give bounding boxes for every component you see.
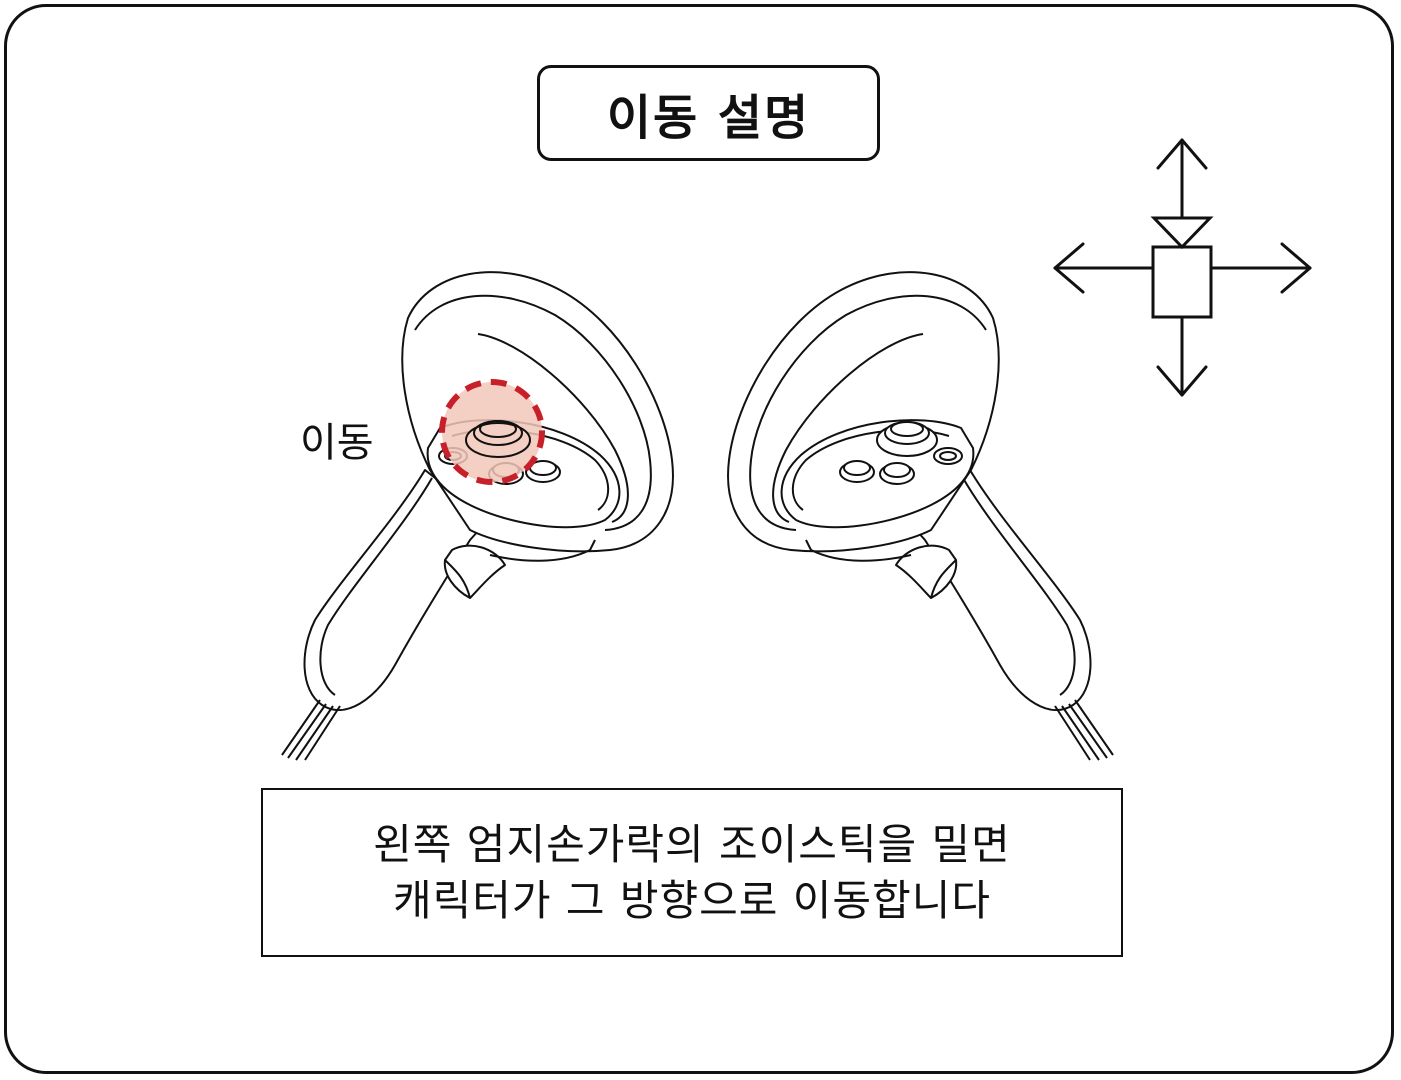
diagram-frame — [4, 4, 1394, 1074]
page-title: 이동 설명 — [606, 90, 811, 146]
left-controller-icon — [281, 271, 674, 761]
direction-arrows-icon — [1053, 138, 1312, 397]
description-box: 왼쪽 엄지손가락의 조이스틱을 밀면 캐릭터가 그 방향으로 이동합니다 — [261, 788, 1123, 957]
joystick-highlight — [439, 379, 545, 485]
description-line-1: 왼쪽 엄지손가락의 조이스틱을 밀면 — [373, 819, 1011, 869]
camera-icon — [1150, 216, 1214, 319]
right-controller-icon — [727, 271, 1114, 761]
move-callout-label: 이동 — [300, 420, 374, 466]
description-line-2: 캐릭터가 그 방향으로 이동합니다 — [392, 875, 991, 925]
title-box: 이동 설명 — [537, 65, 880, 161]
